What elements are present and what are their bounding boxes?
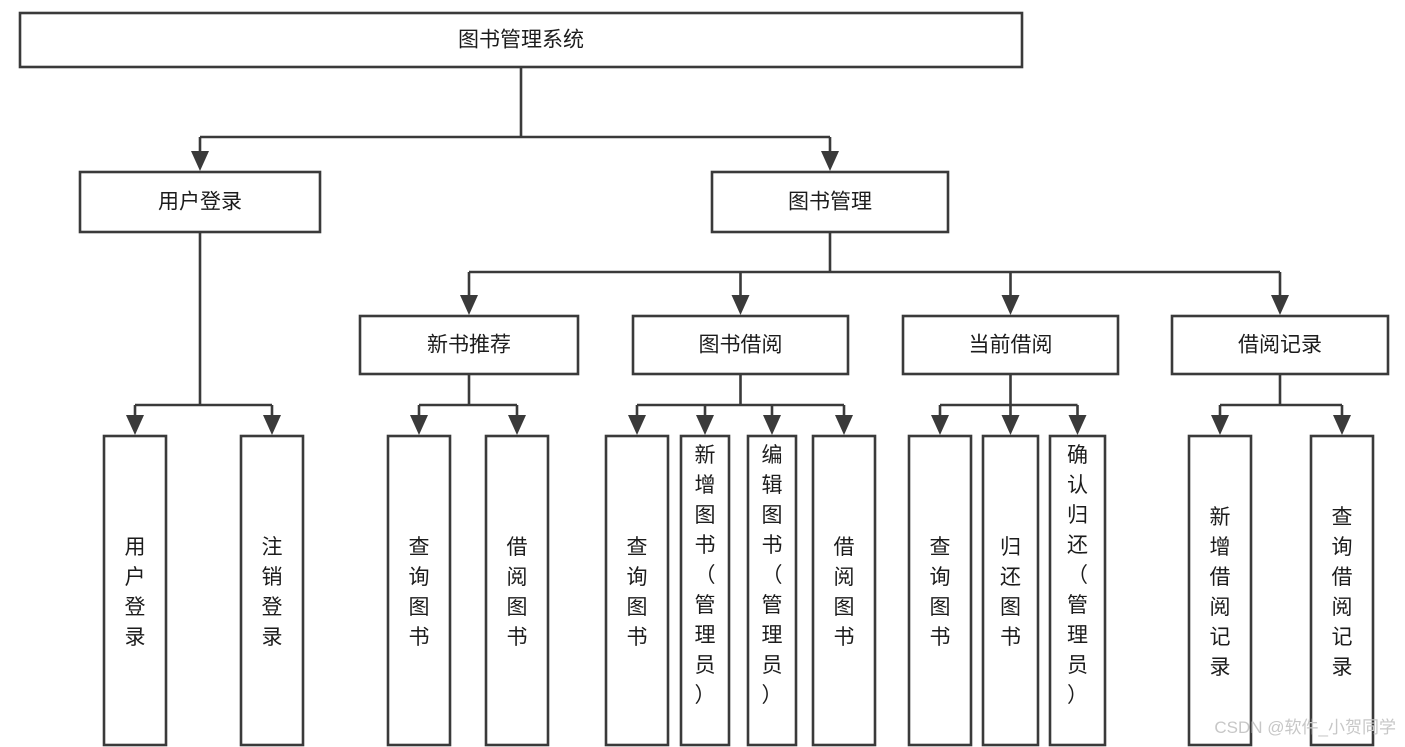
- arrow-current-borrow: [1001, 295, 1020, 315]
- node-leaf-query-record-label: 查询借阅记录: [1332, 506, 1353, 679]
- node-leaf-return-book-label: 归还图书: [1000, 536, 1021, 649]
- watermark-label: CSDN @软件_小贺同学: [1214, 718, 1396, 737]
- node-book-manage-box[interactable]: [710, 170, 950, 234]
- node-leaf-add-record-label: 新增借阅记录: [1210, 506, 1231, 679]
- node-leaf-add-book-label: 新增图书（管理员）: [695, 444, 716, 707]
- node-leaf-logout-box[interactable]: [239, 434, 305, 747]
- node-leaf-borrow-book-2-label: 借阅图书: [834, 536, 855, 649]
- node-leaf-query-book-2-box[interactable]: [604, 434, 670, 747]
- node-leaf-add-book[interactable]: 新增图书（管理员）: [679, 434, 731, 747]
- arrow-leaf-return-book: [1001, 415, 1020, 435]
- node-leaf-logout[interactable]: 注销登录: [239, 434, 305, 747]
- arrow-leaf-confirm-return: [1068, 415, 1087, 435]
- node-leaf-borrow-book-1[interactable]: 借阅图书: [484, 434, 550, 747]
- node-leaf-query-book-1[interactable]: 查询图书: [386, 434, 452, 747]
- arrow-book-manage: [821, 151, 839, 171]
- node-leaf-query-book-3-label: 查询图书: [930, 536, 951, 649]
- node-book-borrow-box[interactable]: [631, 314, 850, 376]
- node-book-manage[interactable]: 图书管理: [710, 170, 950, 234]
- node-leaf-user-login-box[interactable]: [102, 434, 168, 747]
- arrow-new-book-recommend: [460, 295, 478, 315]
- node-layer: 用户登录图书管理新书推荐图书借阅当前借阅借阅记录用户登录注销登录查询图书借阅图书…: [18, 11, 1390, 747]
- node-leaf-add-book-box[interactable]: [679, 434, 731, 747]
- arrow-leaf-add-record: [1211, 415, 1229, 435]
- arrow-leaf-query-record: [1333, 415, 1351, 435]
- node-leaf-return-book[interactable]: 归还图书: [981, 434, 1040, 747]
- node-root[interactable]: 图书管理系统: [18, 11, 1024, 69]
- node-leaf-query-book-2-label: 查询图书: [627, 536, 648, 649]
- node-leaf-query-book-2[interactable]: 查询图书: [604, 434, 670, 747]
- arrow-leaf-borrow-book-1: [508, 415, 526, 435]
- node-leaf-add-record[interactable]: 新增借阅记录: [1187, 434, 1253, 747]
- node-current-borrow-box[interactable]: [901, 314, 1120, 376]
- arrow-leaf-edit-book: [763, 415, 781, 435]
- node-borrow-record-box[interactable]: [1170, 314, 1390, 376]
- node-leaf-return-book-box[interactable]: [981, 434, 1040, 747]
- node-leaf-edit-book-box[interactable]: [746, 434, 798, 747]
- node-new-book-recommend-box[interactable]: [358, 314, 580, 376]
- node-leaf-logout-label: 注销登录: [262, 536, 283, 649]
- node-leaf-confirm-return[interactable]: 确认归还（管理员）: [1048, 434, 1107, 747]
- node-leaf-query-record-box[interactable]: [1309, 434, 1375, 747]
- node-new-book-recommend[interactable]: 新书推荐: [358, 314, 580, 376]
- arrow-leaf-add-book: [696, 415, 714, 435]
- node-user-login-box[interactable]: [78, 170, 322, 234]
- arrow-leaf-query-book-2: [628, 415, 646, 435]
- node-user-login-label: 用户登录: [158, 191, 242, 214]
- node-new-book-recommend-label: 新书推荐: [427, 334, 511, 357]
- node-leaf-user-login-label: 用户登录: [125, 536, 146, 649]
- node-user-login[interactable]: 用户登录: [78, 170, 322, 234]
- node-leaf-borrow-book-2-box[interactable]: [811, 434, 877, 747]
- node-borrow-record-label: 借阅记录: [1238, 334, 1322, 357]
- node-leaf-confirm-return-label: 确认归还（管理员）: [1067, 444, 1088, 707]
- node-root-label: 图书管理系统: [458, 29, 584, 52]
- arrow-book-borrow: [731, 295, 750, 315]
- node-leaf-edit-book-label: 编辑图书（管理员）: [762, 444, 783, 707]
- node-leaf-borrow-book-2[interactable]: 借阅图书: [811, 434, 877, 747]
- arrow-leaf-borrow-book-2: [835, 415, 853, 435]
- node-book-borrow-label: 图书借阅: [699, 334, 783, 357]
- arrow-leaf-logout: [263, 415, 281, 435]
- node-leaf-user-login[interactable]: 用户登录: [102, 434, 168, 747]
- node-leaf-edit-book[interactable]: 编辑图书（管理员）: [746, 434, 798, 747]
- node-leaf-confirm-return-box[interactable]: [1048, 434, 1107, 747]
- node-leaf-query-book-3[interactable]: 查询图书: [907, 434, 973, 747]
- node-book-manage-label: 图书管理: [788, 191, 872, 214]
- node-book-borrow[interactable]: 图书借阅: [631, 314, 850, 376]
- node-leaf-query-book-3-box[interactable]: [907, 434, 973, 747]
- node-leaf-query-book-1-label: 查询图书: [409, 536, 430, 649]
- arrow-leaf-query-book-3: [931, 415, 949, 435]
- node-leaf-query-book-1-box[interactable]: [386, 434, 452, 747]
- node-current-borrow[interactable]: 当前借阅: [901, 314, 1120, 376]
- connector-layer: [126, 67, 1351, 435]
- arrow-user-login: [191, 151, 209, 171]
- arrow-leaf-user-login: [126, 415, 144, 435]
- node-borrow-record[interactable]: 借阅记录: [1170, 314, 1390, 376]
- node-leaf-borrow-book-1-label: 借阅图书: [507, 536, 528, 649]
- node-leaf-borrow-book-1-box[interactable]: [484, 434, 550, 747]
- arrow-leaf-query-book-1: [410, 415, 428, 435]
- node-root-box[interactable]: [18, 11, 1024, 69]
- arrow-borrow-record: [1271, 295, 1289, 315]
- node-current-borrow-label: 当前借阅: [969, 334, 1053, 357]
- node-leaf-add-record-box[interactable]: [1187, 434, 1253, 747]
- node-leaf-query-record[interactable]: 查询借阅记录: [1309, 434, 1375, 747]
